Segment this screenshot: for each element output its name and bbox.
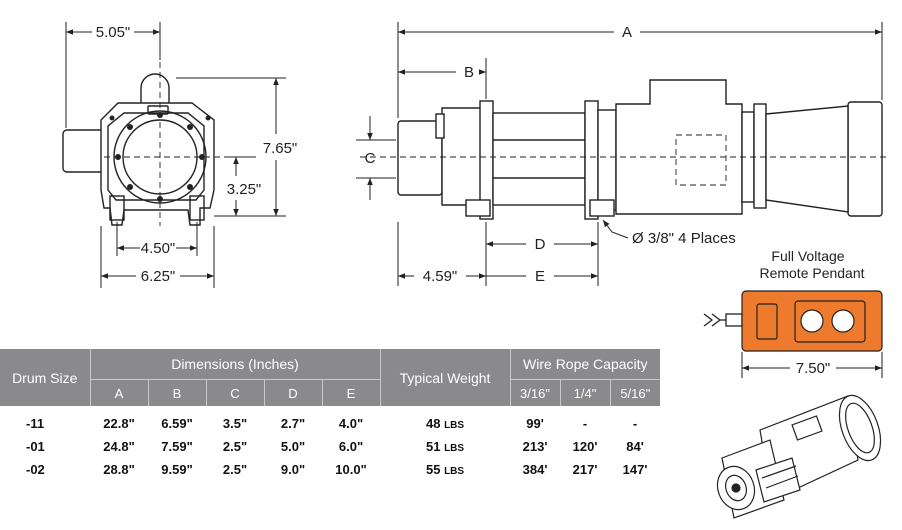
pendant-title-line1: Full Voltage bbox=[771, 248, 844, 264]
pendant-title-line2: Remote Pendant bbox=[759, 265, 864, 281]
header-col-a: A bbox=[89, 379, 148, 406]
front-axis-height-label: 3.25" bbox=[227, 181, 262, 198]
pendant-button-left bbox=[800, 309, 824, 333]
cell-d: 5.0" bbox=[280, 439, 306, 454]
cell-a: 28.8" bbox=[103, 462, 135, 477]
header-wire-rope-capacity: Wire Rope Capacity bbox=[509, 349, 661, 380]
dim-c-label: C bbox=[365, 150, 376, 167]
front-view-centerlines bbox=[104, 62, 226, 226]
cell-a: 22.8" bbox=[103, 416, 135, 431]
cell-d: 9.0" bbox=[280, 462, 306, 477]
side-view-centerlines bbox=[360, 134, 888, 186]
pendant-body bbox=[741, 290, 883, 352]
header-drum-size: Drum Size bbox=[0, 349, 90, 406]
cell-e: 4.0" bbox=[338, 416, 364, 431]
weight-value: 48 bbox=[425, 416, 441, 431]
cell-b: 6.59" bbox=[161, 416, 193, 431]
weight-unit: LBS bbox=[444, 420, 465, 431]
table-row: -01 24.8" 7.59" 2.5" 5.0" 6.0" 51 LBS 21… bbox=[0, 435, 660, 458]
pendant-cable-icon bbox=[703, 313, 743, 327]
cell-wire-1-4: - bbox=[582, 416, 588, 431]
cell-weight: 51 LBS bbox=[380, 435, 510, 458]
cell-wire-5-16: 147' bbox=[622, 462, 648, 477]
weight-unit: LBS bbox=[444, 443, 465, 454]
weight-unit: LBS bbox=[444, 466, 465, 477]
cell-wire-1-4: 217' bbox=[572, 462, 598, 477]
front-width-label: 5.05" bbox=[96, 24, 131, 41]
cell-wire-3-16: 213' bbox=[522, 439, 548, 454]
dim-a-label: A bbox=[622, 24, 632, 41]
holes-note: Ø 3/8" 4 Places bbox=[632, 230, 736, 247]
pendant-button-right bbox=[831, 309, 855, 333]
header-dimensions: Dimensions (Inches) bbox=[89, 349, 381, 380]
header-col-d: D bbox=[263, 379, 322, 406]
cell-b: 7.59" bbox=[161, 439, 193, 454]
offset-label: 4.59" bbox=[423, 268, 458, 285]
front-foot-spacing-label: 4.50" bbox=[141, 240, 176, 257]
cell-wire-1-4: 120' bbox=[572, 439, 598, 454]
weight-value: 55 bbox=[425, 462, 441, 477]
dim-e-label: E bbox=[535, 268, 545, 285]
cell-wire-5-16: - bbox=[632, 416, 638, 431]
pendant-width-label: 7.50" bbox=[796, 360, 831, 377]
cell-e: 6.0" bbox=[338, 439, 364, 454]
header-col-1-4: 1/4" bbox=[559, 379, 611, 406]
side-view bbox=[397, 79, 883, 220]
cell-a: 24.8" bbox=[103, 439, 135, 454]
cell-c: 2.5" bbox=[222, 462, 248, 477]
pendant-dimension-lines bbox=[741, 352, 883, 378]
header-col-e: E bbox=[321, 379, 381, 406]
table-row: -02 28.8" 9.59" 2.5" 9.0" 10.0" 55 LBS 3… bbox=[0, 458, 660, 481]
front-base-width-label: 6.25" bbox=[141, 268, 176, 285]
weight-value: 51 bbox=[425, 439, 441, 454]
table-row: -11 22.8" 6.59" 3.5" 2.7" 4.0" 48 LBS 99… bbox=[0, 406, 660, 435]
cell-weight: 55 LBS bbox=[380, 458, 510, 481]
cell-wire-3-16: 99' bbox=[526, 416, 544, 431]
cell-e: 10.0" bbox=[335, 462, 367, 477]
cell-drum-size: -11 bbox=[26, 416, 45, 431]
header-col-3-16: 3/16" bbox=[509, 379, 561, 406]
header-col-b: B bbox=[147, 379, 206, 406]
cell-drum-size: -01 bbox=[26, 439, 45, 454]
cell-d: 2.7" bbox=[280, 416, 306, 431]
cell-c: 3.5" bbox=[222, 416, 248, 431]
cell-wire-3-16: 384' bbox=[522, 462, 548, 477]
specs-table: Drum Size Dimensions (Inches) Typical We… bbox=[0, 349, 661, 481]
cell-b: 9.59" bbox=[161, 462, 193, 477]
dim-d-label: D bbox=[535, 236, 546, 253]
cell-c: 2.5" bbox=[222, 439, 248, 454]
front-view-bolts bbox=[109, 112, 211, 202]
front-view bbox=[62, 73, 215, 226]
cell-weight: 48 LBS bbox=[380, 406, 510, 435]
side-view-dimension-lines bbox=[356, 22, 883, 286]
cell-drum-size: -02 bbox=[26, 462, 45, 477]
header-col-5-16: 5/16" bbox=[609, 379, 661, 406]
cell-wire-5-16: 84' bbox=[626, 439, 644, 454]
front-view-dimension-lines bbox=[65, 22, 286, 288]
winch-illustration bbox=[716, 394, 882, 519]
dim-b-label: B bbox=[464, 64, 474, 81]
header-col-c: C bbox=[205, 379, 264, 406]
header-typical-weight: Typical Weight bbox=[379, 349, 511, 406]
front-height-label: 7.65" bbox=[263, 140, 298, 157]
